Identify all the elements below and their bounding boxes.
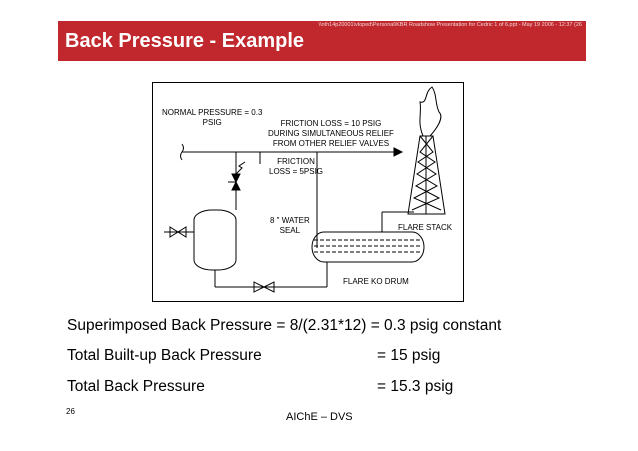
- header-arrow: [393, 147, 404, 157]
- relief-valve-spring: [235, 161, 246, 175]
- ko-drum: [311, 231, 425, 263]
- drain-valve-right: [262, 281, 275, 293]
- relief-valve-bottom: [231, 180, 241, 191]
- drain-valve-left: [253, 281, 266, 293]
- total-back-pressure-text: Total Back Pressure: [67, 378, 205, 395]
- superimposed-back-pressure-text: Superimposed Back Pressure = 8/(2.31*12)…: [67, 317, 502, 334]
- process-diagram-drawing: [152, 82, 464, 302]
- header-inlet-symbol: [180, 143, 184, 161]
- footer-org: AIChE – DVS: [286, 411, 353, 423]
- header-bar: \\nth14p20001\vloped\Personal\KBR Roadsh…: [58, 21, 586, 61]
- built-up-back-pressure-text: Total Built-up Back Pressure: [67, 347, 262, 364]
- flare-stack-bracing-2: [412, 135, 442, 211]
- page-number: 26: [66, 407, 75, 416]
- relief-valve-top: [231, 173, 241, 184]
- built-up-back-pressure-value: = 15 psig: [377, 347, 441, 364]
- vessel: [193, 209, 237, 271]
- flare-stack-bracing-1: [411, 135, 441, 211]
- inlet-valve-right: [177, 226, 187, 238]
- flare-flame: [419, 86, 442, 137]
- flare-stack-label: FLARE STACK: [398, 223, 453, 232]
- inlet-valve-left: [169, 226, 179, 238]
- total-back-pressure-value: = 15.3 psig: [377, 378, 454, 395]
- diagram-frame: [152, 82, 464, 302]
- slide-title: Back Pressure - Example: [65, 30, 305, 52]
- file-path-text: \\nth14p20001\vloped\Personal\KBR Roadsh…: [318, 22, 582, 28]
- flare-ko-drum-label: FLARE KO DRUM: [343, 277, 409, 286]
